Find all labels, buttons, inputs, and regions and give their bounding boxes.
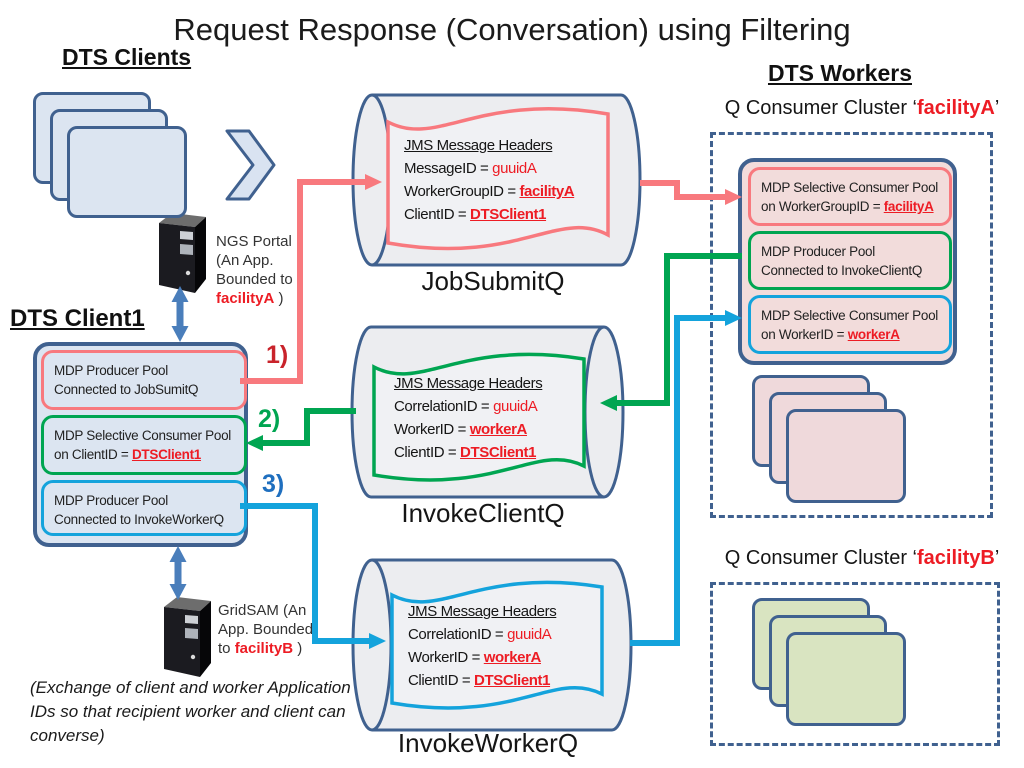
jms-field-value: DTSClient1 — [474, 672, 551, 689]
jms-field: CorrelationID = guuidA — [394, 395, 542, 418]
jms-field-label: MessageID = — [404, 160, 493, 177]
step-label-2: 2) — [258, 405, 281, 433]
ngs-portal-label: NGS Portal (An App. Bounded to facilityA… — [216, 232, 315, 308]
jms-field: CorrelationID = guuidA — [408, 623, 556, 646]
ngs-portal-text-pre: NGS Portal (An App. Bounded to — [216, 233, 293, 288]
heading-dts-client1: DTS Client1 — [10, 305, 145, 332]
queue-cylinder-jobsubmitq — [351, 93, 642, 267]
jms-field-label: ClientID = — [408, 672, 475, 689]
pool-line2-value: facilityA — [883, 199, 934, 214]
page-title: Request Response (Conversation) using Fi… — [173, 12, 851, 47]
jms-title: JMS Message Headers — [404, 137, 553, 154]
jms-field: ClientID = DTSClient1 — [408, 669, 556, 692]
cluster-b-post: ’ — [994, 547, 1000, 569]
pool-line2: on ClientID = DTSClient1 — [54, 445, 244, 464]
pool-line2-pre: on WorkerID = — [761, 327, 848, 342]
message-wave-invokeworkerq — [390, 580, 604, 710]
jms-field-value: guuidA — [492, 160, 537, 177]
queue-cylinder-invokeclientq — [350, 325, 625, 499]
jms-headers-invokeclientq: JMS Message Headers CorrelationID = guui… — [394, 372, 543, 464]
heading-dts-workers: DTS Workers — [767, 60, 912, 86]
cluster-b-label: Q Consumer Cluster ‘facilityB’ — [712, 547, 1012, 570]
worker-stack-a-card-3 — [786, 409, 906, 503]
step-label-3: 3) — [262, 470, 285, 498]
cluster-a-label: Q Consumer Cluster ‘facilityA’ — [712, 97, 1012, 120]
pool-line1: MDP Producer Pool — [761, 244, 875, 259]
pool-line2: on WorkerID = workerA — [761, 325, 949, 344]
pool-line2: Connected to InvokeClientQ — [761, 263, 923, 278]
jms-field-value: DTSClient1 — [470, 206, 547, 223]
jms-headers-invokeworkerq: JMS Message Headers CorrelationID = guui… — [408, 600, 557, 692]
gridsam-facility: facilityB — [234, 640, 294, 657]
server-tower-icon-gridsam — [164, 597, 211, 677]
worker-pool-producer-invokeclientq: MDP Producer Pool Connected to InvokeCli… — [748, 231, 952, 290]
footnote: (Exchange of client and worker Applicati… — [30, 678, 351, 745]
gridsam-text-post: ) — [293, 640, 303, 657]
server-tower-icon-ngs — [159, 213, 206, 293]
pool-line1: MDP Selective Consumer Pool — [761, 308, 938, 323]
pool-line2-pre: on ClientID = — [54, 447, 132, 462]
ngs-portal-facility: facilityA — [216, 290, 275, 307]
jms-field-value: facilityA — [519, 183, 575, 200]
jms-field-label: ClientID = — [404, 206, 471, 223]
pool-line2-pre: on WorkerGroupID = — [761, 199, 884, 214]
jms-field-label: WorkerID = — [408, 649, 484, 666]
worker-pool-selective-consumer-worker: MDP Selective Consumer Pool on WorkerID … — [748, 295, 952, 354]
cluster-b-dashed-box — [710, 582, 1000, 746]
jms-field-value: workerA — [469, 421, 528, 438]
cluster-b-pre: Q Consumer Cluster ‘ — [724, 547, 917, 569]
jms-field-value: guuidA — [507, 626, 552, 643]
pool-line2-value: DTSClient1 — [131, 447, 201, 462]
pool-line2: Connected to JobSumitQ — [54, 382, 199, 397]
message-wave-invokeclientq — [372, 352, 586, 482]
jms-field-value: DTSClient1 — [460, 444, 537, 461]
jms-field: WorkerID = workerA — [408, 646, 556, 669]
jms-field-label: WorkerGroupID = — [404, 183, 520, 200]
cluster-a-pre: Q Consumer Cluster ‘ — [724, 97, 917, 119]
worker-pool-selective-consumer-group: MDP Selective Consumer Pool on WorkerGro… — [748, 167, 952, 226]
cluster-a-facility: facilityA — [917, 97, 995, 119]
worker-stack-b-card-3 — [786, 632, 906, 726]
pool-line1: MDP Selective Consumer Pool — [761, 180, 938, 195]
client-pool-producer-invokeworkerq: MDP Producer Pool Connected to InvokeWor… — [41, 480, 247, 536]
pool-line2: on WorkerGroupID = facilityA — [761, 197, 949, 216]
pool-line2: Connected to InvokeWorkerQ — [54, 512, 224, 527]
pool-line2-value: workerA — [847, 327, 900, 342]
jms-field-value: workerA — [483, 649, 542, 666]
ngs-portal-text-post: ) — [274, 290, 284, 307]
jms-field-label: WorkerID = — [394, 421, 470, 438]
jms-field: WorkerID = workerA — [394, 418, 542, 441]
gridsam-label: GridSAM (An App. Bounded to facilityB ) — [218, 601, 328, 658]
jms-field: MessageID = guuidA — [404, 157, 574, 180]
queue-label-invokeclientq: InvokeClientQ — [401, 498, 565, 528]
jms-field-label: CorrelationID = — [408, 626, 508, 643]
jms-title: JMS Message Headers — [408, 603, 557, 620]
queue-label-invokeworkerq: InvokeWorkerQ — [397, 728, 579, 758]
jms-field-label: ClientID = — [394, 444, 461, 461]
pool-line1: MDP Producer Pool — [54, 363, 168, 378]
pool-line1: MDP Selective Consumer Pool — [54, 428, 231, 443]
queue-cylinder-invokeworkerq — [351, 558, 633, 732]
chevron-right-icon — [225, 129, 276, 201]
queue-label-jobsubmitq: JobSubmitQ — [421, 266, 565, 296]
heading-dts-clients: DTS Clients — [62, 44, 192, 70]
jms-headers-jobsubmitq: JMS Message Headers MessageID = guuidA W… — [404, 134, 575, 226]
pool-line1: MDP Producer Pool — [54, 493, 168, 508]
jms-field-label: CorrelationID = — [394, 398, 494, 415]
client-stack-card-3 — [67, 126, 187, 218]
jms-field: WorkerGroupID = facilityA — [404, 180, 575, 203]
jms-field: ClientID = DTSClient1 — [394, 441, 542, 464]
message-wave-jobsubmitq — [386, 107, 610, 251]
jms-field: ClientID = DTSClient1 — [404, 203, 574, 226]
step-label-1: 1) — [266, 341, 289, 369]
client-pool-producer-jobsubmitq: MDP Producer Pool Connected to JobSumitQ — [41, 350, 247, 410]
cluster-a-post: ’ — [994, 97, 1000, 119]
client-pool-selective-consumer: MDP Selective Consumer Pool on ClientID … — [41, 415, 247, 475]
cluster-b-facility: facilityB — [917, 547, 995, 569]
jms-title: JMS Message Headers — [394, 375, 543, 392]
jms-field-value: guuidA — [493, 398, 538, 415]
